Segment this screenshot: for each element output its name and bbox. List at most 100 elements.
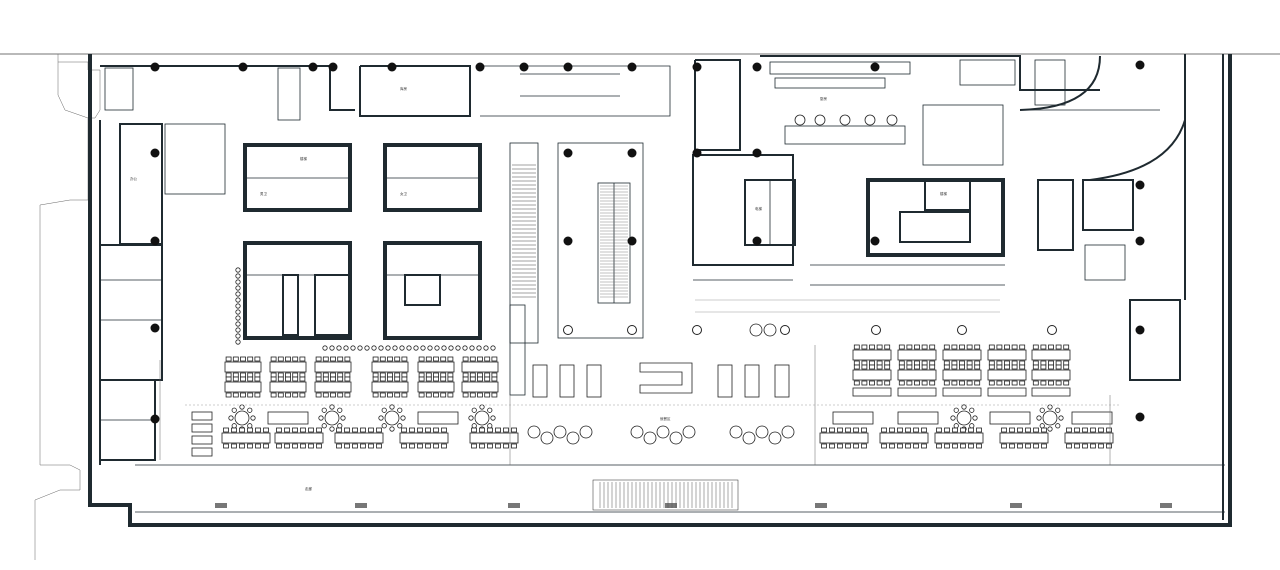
chair	[292, 427, 298, 433]
ramp-stairs	[509, 142, 539, 396]
chair	[247, 356, 254, 362]
chair	[1040, 360, 1047, 366]
rect-table	[897, 387, 937, 397]
chair	[330, 372, 336, 378]
outer-walls	[88, 54, 1232, 527]
chair	[277, 372, 284, 378]
rect-table	[371, 381, 409, 393]
label-restroom-f: 女卫	[400, 191, 408, 196]
booth-seat	[729, 425, 743, 439]
chair	[996, 344, 1003, 350]
chair	[235, 303, 241, 309]
chair	[344, 376, 351, 382]
chair	[913, 443, 919, 449]
rect-table	[989, 411, 1031, 425]
chair	[376, 443, 382, 449]
chair	[1055, 364, 1062, 370]
chair	[491, 392, 498, 398]
chair	[231, 443, 237, 449]
booth-seat	[669, 431, 683, 445]
rect-table	[1064, 432, 1114, 444]
chair	[397, 407, 403, 413]
chair	[1032, 360, 1039, 366]
right-core	[692, 104, 1181, 381]
chair	[471, 427, 477, 433]
rect-table	[417, 361, 455, 373]
rect-table	[942, 387, 982, 397]
chair	[861, 364, 868, 370]
chair	[1025, 443, 1031, 449]
chair	[491, 356, 498, 362]
chair	[869, 360, 875, 366]
chair	[284, 443, 290, 449]
label-elevator: 电梯	[755, 206, 763, 211]
chair	[936, 443, 942, 449]
chair	[425, 356, 432, 362]
chair	[881, 443, 887, 449]
chair	[232, 392, 239, 398]
chair	[1039, 407, 1045, 413]
chair	[483, 345, 489, 351]
chair	[255, 443, 261, 449]
chair	[308, 443, 314, 449]
column-dot	[308, 62, 318, 72]
chair	[853, 443, 859, 449]
chair	[321, 407, 327, 413]
ring-column	[780, 325, 790, 335]
chair	[344, 372, 351, 378]
chair	[300, 427, 306, 433]
chair	[387, 392, 393, 398]
chair	[250, 415, 256, 421]
chair	[462, 356, 469, 362]
chair	[433, 427, 439, 433]
chair	[337, 376, 344, 382]
column-dot	[387, 62, 397, 72]
chair	[247, 407, 253, 413]
chair	[1082, 427, 1088, 433]
chair	[469, 345, 475, 351]
chair	[943, 380, 950, 386]
chair	[255, 427, 261, 433]
chair	[417, 427, 423, 433]
chair	[462, 372, 469, 378]
chair	[969, 407, 975, 413]
chair	[1063, 364, 1070, 370]
chair	[491, 372, 498, 378]
chair	[352, 443, 358, 449]
chair	[1017, 443, 1023, 449]
chair	[469, 392, 476, 398]
chair	[1011, 380, 1018, 386]
chair	[223, 427, 229, 433]
chair	[1001, 443, 1007, 449]
rect-table	[987, 387, 1027, 397]
chair	[344, 356, 351, 362]
chair	[322, 356, 329, 362]
chair	[968, 443, 974, 449]
chair	[487, 423, 493, 429]
label-office: 办公	[130, 176, 137, 181]
chair	[961, 404, 967, 410]
chair	[299, 356, 306, 362]
chair	[905, 443, 911, 449]
chair	[292, 372, 299, 378]
chair	[352, 427, 358, 433]
chair	[914, 344, 920, 350]
chair	[837, 443, 843, 449]
chair	[1055, 407, 1061, 413]
chair	[231, 423, 237, 429]
chair	[235, 291, 241, 297]
chair	[1040, 364, 1047, 370]
ring-column	[957, 325, 967, 335]
chair	[385, 345, 391, 351]
chair	[876, 380, 883, 386]
chair	[372, 392, 379, 398]
chair	[270, 392, 277, 398]
chair	[399, 345, 405, 351]
rect-table	[469, 432, 519, 444]
kitchen-equipment	[769, 59, 1066, 145]
chair	[861, 380, 868, 386]
chair	[254, 372, 261, 378]
booth-seat	[527, 425, 541, 439]
rect-table	[1031, 349, 1071, 361]
column-dot	[150, 148, 160, 158]
